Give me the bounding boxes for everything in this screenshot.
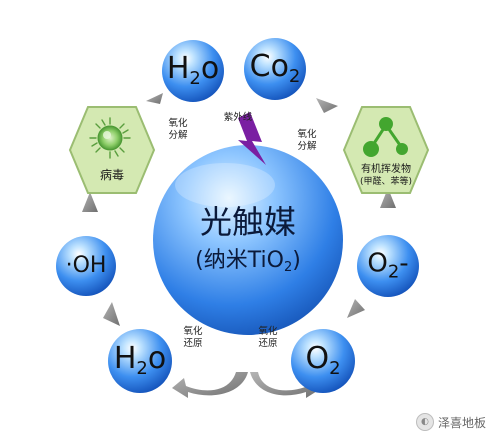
sphere-h2o-bottom: [108, 329, 172, 393]
label-h2o-bottom: H2o: [113, 341, 167, 379]
hexagon-organic: [342, 106, 430, 194]
label-h2o-top: H2o: [166, 51, 220, 89]
center-sphere-highlight: [175, 163, 275, 207]
sphere-h2o-top: [162, 40, 224, 102]
arrow-oh-to-virus: [82, 192, 98, 212]
center-sphere: [153, 145, 343, 335]
label-o2-bottom: O2: [305, 341, 341, 379]
watermark-text: 泽喜地板: [437, 415, 486, 430]
center-subtitle-suffix: ): [292, 248, 301, 273]
label-oh: ·OH: [65, 253, 107, 278]
arrow-virus-to-h2o: [146, 93, 163, 104]
virus-icon: [89, 117, 131, 159]
center-subtitle-sub: 2: [283, 260, 293, 275]
center-subtitle: (纳米TiO2): [195, 248, 301, 275]
label-ox-decomp-right: 氧化 分解: [297, 129, 317, 152]
label-ox-decomp-left: 氧化 分解: [168, 118, 188, 141]
label-uv: 紫外线: [223, 112, 253, 123]
sphere-o2-bottom: [291, 329, 355, 393]
label-organic: 有机挥发物 (甲醛、苯等): [359, 164, 413, 187]
center-title: 光触媒: [199, 203, 297, 241]
wechat-icon: ◐: [415, 413, 434, 431]
sphere-o2-minus: [357, 235, 419, 297]
arrow-o2minus-to-organic: [380, 188, 396, 208]
arrow-co2-to-organic: [316, 98, 338, 113]
watermark: ◐ 泽喜地板: [415, 413, 486, 431]
label-co2-top: Co2: [249, 49, 301, 87]
sphere-co2-top: [244, 38, 306, 100]
arrow-o2-to-o2minus: [347, 299, 365, 318]
curved-arrow-left: [172, 372, 248, 398]
label-virus: 病毒: [99, 168, 125, 182]
label-redox-left: 氧化 还原: [183, 326, 203, 349]
center-subtitle-prefix: (纳米TiO: [195, 248, 284, 273]
sphere-oh: [56, 236, 116, 296]
arrow-h2o-to-oh: [103, 302, 120, 326]
bottom-curved-arrows: [172, 372, 322, 398]
molecule-icon: [363, 117, 408, 157]
label-o2-minus: O2-: [367, 248, 409, 283]
lightning-icon: [238, 112, 266, 165]
cycle-arrows: [82, 93, 396, 326]
label-redox-right: 氧化 还原: [258, 326, 278, 349]
curved-arrow-right: [250, 372, 322, 398]
